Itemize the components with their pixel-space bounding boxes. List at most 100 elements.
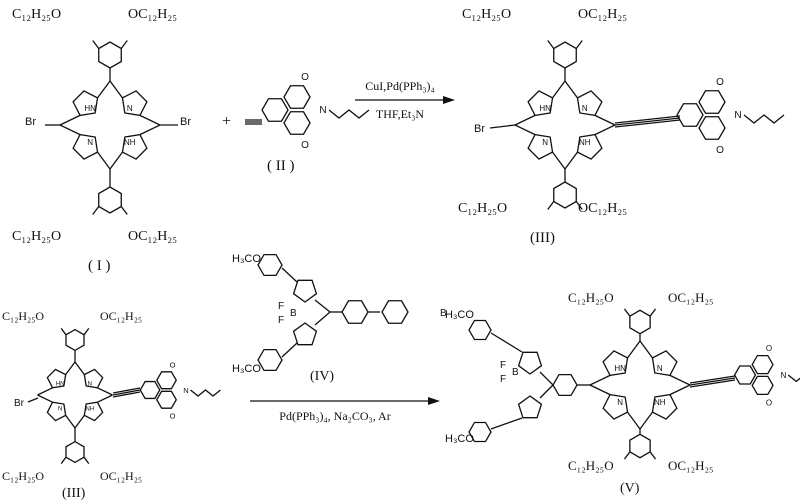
meso-bond [514, 114, 536, 126]
nitrogen-label: HN [84, 104, 96, 113]
substituent-label: C₁₂H₂₅O [12, 7, 61, 22]
compound-label-II: ( II ) [267, 158, 294, 174]
nitrogen-label: N [58, 407, 62, 413]
pyrrole-ring [121, 90, 148, 117]
benzene-ring [552, 373, 578, 397]
alkoxy-bond [547, 201, 555, 210]
compound-label-V: (V) [620, 481, 640, 496]
imide-nitrogen: N [319, 105, 326, 116]
pyrrole-ring [576, 133, 603, 160]
boron-label: B [512, 367, 519, 378]
pyrrole-ring [517, 395, 543, 419]
naphthalene-ring [283, 85, 311, 109]
naphthalimide: NOO [139, 361, 221, 421]
alkoxy-bond [649, 451, 657, 460]
pyrrole-ring [517, 351, 543, 375]
meso-bond [564, 151, 578, 170]
alkoxy-bond [649, 308, 657, 317]
alkoxy-bond [623, 308, 631, 317]
alkoxy-bond [83, 328, 90, 336]
substituent-label: C₁₂H₂₅O [568, 290, 614, 305]
reagents-top: CuI,Pd(PPh₃)₄ [365, 79, 434, 93]
alkoxy-bond [575, 201, 583, 210]
naphthalene-ring [698, 90, 726, 114]
dialkoxyphenyl-ring [60, 328, 90, 352]
pyrrole-ring [292, 279, 318, 303]
meso-bond [514, 124, 536, 136]
reagents-bottom: THF,Et₃N [376, 107, 425, 121]
meso-bond [589, 374, 611, 386]
imide-ring [283, 111, 311, 135]
naphthalene-ring [261, 98, 289, 122]
substituent-label: OC₁₂H₂₅ [668, 458, 714, 473]
dialkoxyphenyl-ring [92, 40, 128, 69]
dialkoxyphenyl-ring [547, 40, 583, 69]
meso-bond [109, 80, 123, 99]
meso-bond [669, 374, 691, 386]
pyrrole-ring [83, 401, 104, 422]
meso-bond [37, 387, 53, 396]
alkoxy-bond [92, 40, 100, 49]
pyrrole-ring [292, 322, 318, 346]
naphthalene-ring [676, 103, 704, 127]
naphthalene-ring [751, 354, 774, 375]
meso-bond [37, 394, 53, 403]
substituent-label: OC₁₂H₂₅ [578, 7, 627, 22]
naphthalimide: NOO [676, 77, 785, 156]
alkoxy-bond [60, 456, 67, 464]
naphthalene-ring [155, 371, 178, 390]
nitrogen-label: NH [124, 138, 136, 147]
alkoxy-bond [120, 40, 128, 49]
pyrrole-ring [46, 401, 67, 422]
benzene-ring [629, 433, 651, 459]
alkoxy-bond [547, 40, 555, 49]
alkyne-bond [689, 375, 736, 384]
carbonyl-oxygen: O [170, 412, 176, 421]
nitrogen-label: HN [539, 104, 551, 113]
methoxy-label: H₃CO [445, 309, 474, 321]
pyrrole-ring [72, 133, 99, 160]
methoxyphenyl-ring [468, 319, 492, 341]
substituent-label: OC₁₂H₂₅ [578, 201, 627, 216]
methoxy-label: H₃CO [232, 253, 261, 265]
methoxyphenyl-ring [257, 348, 283, 372]
meso-bond [627, 411, 641, 430]
alkoxy-bond [60, 328, 67, 336]
bromo-label: Br [180, 116, 191, 128]
alkyne-bond [689, 379, 736, 388]
benzene-ring [553, 41, 577, 69]
nitrogen-label: NH [579, 138, 591, 147]
pyrrole-ring [72, 90, 99, 117]
meso-bond [594, 124, 616, 136]
meso-bond [74, 361, 85, 376]
benzene-ring [98, 41, 122, 69]
benzene-ring [65, 328, 85, 352]
nitrogen-label: N [542, 138, 548, 147]
benzene-ring [629, 309, 651, 335]
bromo-label: Br [474, 123, 485, 135]
carbonyl-oxygen: O [766, 398, 772, 407]
nitrogen-label: NH [654, 398, 666, 407]
imide-nitrogen: N [183, 386, 188, 395]
reaction-arrow-2: Pd(PPh₃)₄, Na₂CO₃, Ar [250, 397, 440, 423]
alkoxy-bond [120, 206, 128, 215]
pyrrole-ring [651, 393, 678, 420]
pyrrole-ring [651, 350, 678, 377]
substituent-label: C₁₂H₂₅O [2, 469, 44, 483]
bromo-label: Br [14, 398, 25, 409]
nitrogen-label: N [657, 364, 663, 373]
compound-I: C₁₂H₂₅O OC₁₂H₂₅ C₁₂H₂₅O OC₁₂H₂₅ Br Br ( … [12, 7, 191, 274]
boron-label: B [440, 308, 447, 319]
methoxy-label: H₃CO [232, 363, 261, 375]
substituent-label: OC₁₂H₂₅ [128, 7, 177, 22]
plus-sign: + [222, 113, 231, 130]
meso-bond [594, 114, 616, 126]
naphthalene-ring [733, 365, 757, 385]
meso-bond [59, 114, 81, 126]
meso-bond [589, 384, 611, 396]
vinyl-bond [281, 267, 298, 283]
meso-bond [564, 80, 578, 99]
